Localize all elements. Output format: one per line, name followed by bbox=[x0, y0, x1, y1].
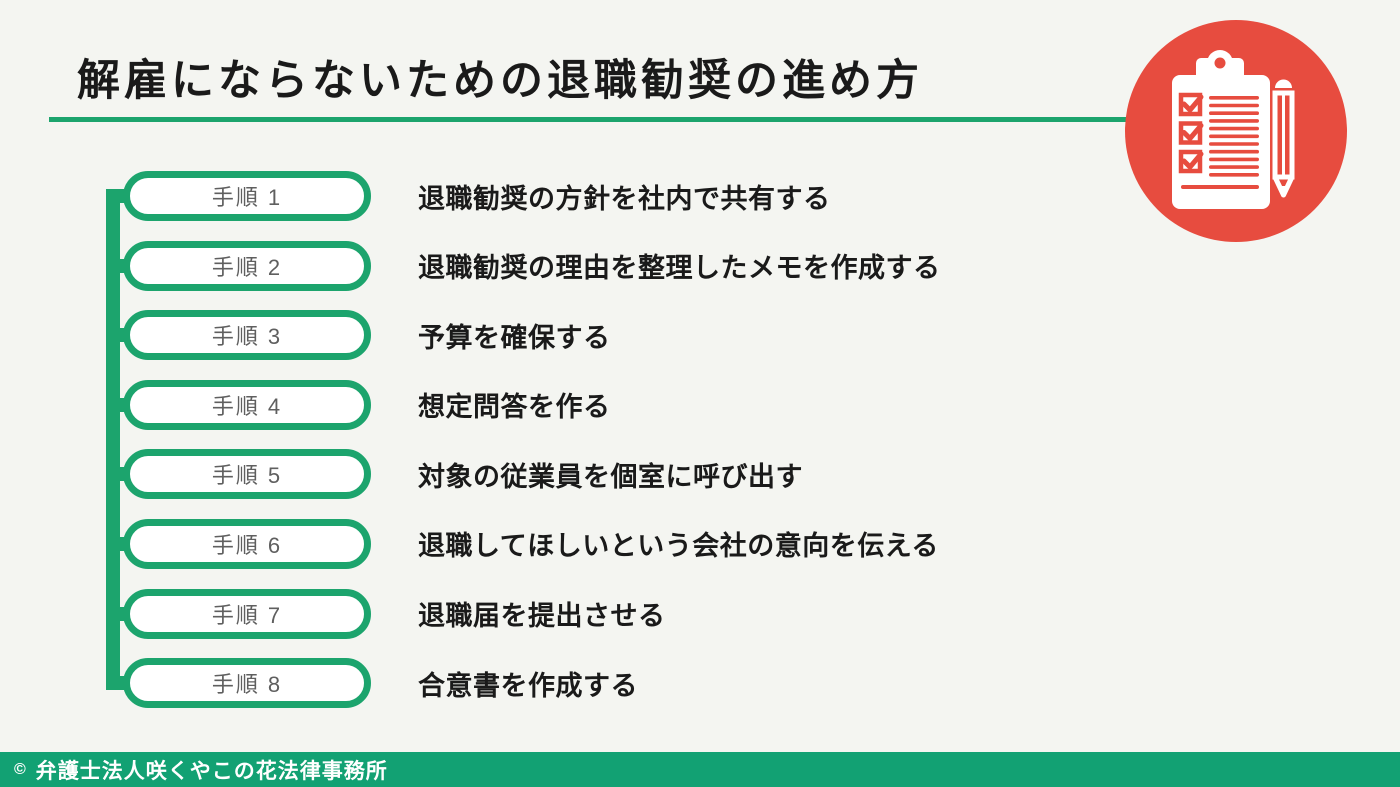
step-description: 対象の従業員を個室に呼び出す bbox=[418, 461, 803, 492]
step-pill: 手順 3 bbox=[123, 310, 371, 361]
step-pill-label: 手順 2 bbox=[211, 254, 283, 280]
step-row: 手順 1 退職勧奨の方針を社内で共有する bbox=[0, 171, 1400, 221]
step-pill: 手順 2 bbox=[123, 240, 371, 291]
step-pill-label: 手順 5 bbox=[211, 463, 283, 489]
step-pill-label: 手順 1 bbox=[211, 185, 283, 210]
step-row: 手順 4 想定問答を作る bbox=[0, 379, 1400, 430]
footer-bar: © 弁護士法人咲くやこの花法律事務所 bbox=[0, 752, 1400, 787]
step-row: 手順 6 退職してほしいという会社の意向を伝える bbox=[0, 518, 1400, 569]
step-pill: 手順 6 bbox=[123, 518, 371, 569]
page-title: 解雇にならないための退職勧奨の進め方 bbox=[77, 57, 923, 105]
step-row: 手順 5 対象の従業員を個室に呼び出す bbox=[0, 449, 1400, 500]
step-pill: 手順 5 bbox=[123, 449, 371, 500]
step-pill-label: 手順 4 bbox=[211, 393, 283, 419]
step-description: 想定問答を作る bbox=[418, 392, 611, 423]
step-pill-label: 手順 3 bbox=[211, 324, 283, 350]
step-row: 手順 7 退職届を提出させる bbox=[0, 588, 1400, 639]
step-row: 手順 8 合意書を作成する bbox=[0, 658, 1400, 709]
step-pill-label: 手順 8 bbox=[211, 672, 283, 698]
step-pill: 手順 8 bbox=[123, 658, 371, 709]
step-pill-label: 手順 7 bbox=[211, 602, 283, 628]
steps-connector-line bbox=[106, 189, 120, 690]
copyright-icon: © bbox=[14, 760, 26, 778]
step-pill: 手順 7 bbox=[123, 588, 371, 639]
step-description: 合意書を作成する bbox=[418, 670, 638, 701]
step-description: 退職届を提出させる bbox=[418, 601, 666, 632]
title-underline bbox=[49, 117, 1145, 122]
step-pill: 手順 4 bbox=[123, 379, 371, 430]
steps-block: 手順 1 退職勧奨の方針を社内で共有する 手順 2 退職勧奨の理由を整理したメモ… bbox=[0, 171, 1400, 709]
step-row: 手順 2 退職勧奨の理由を整理したメモを作成する bbox=[0, 240, 1400, 291]
step-pill-label: 手順 6 bbox=[211, 532, 283, 558]
step-description: 退職してほしいという会社の意向を伝える bbox=[418, 531, 939, 562]
step-pill: 手順 1 bbox=[123, 171, 371, 221]
step-description: 予算を確保する bbox=[418, 322, 611, 353]
step-row: 手順 3 予算を確保する bbox=[0, 310, 1400, 361]
step-description: 退職勧奨の方針を社内で共有する bbox=[418, 183, 831, 214]
checklist-clipboard-icon bbox=[1125, 20, 1347, 242]
steps-list: 手順 1 退職勧奨の方針を社内で共有する 手順 2 退職勧奨の理由を整理したメモ… bbox=[0, 171, 1400, 709]
footer-copyright-text: 弁護士法人咲くやこの花法律事務所 bbox=[35, 759, 388, 783]
step-description: 退職勧奨の理由を整理したメモを作成する bbox=[418, 253, 941, 284]
